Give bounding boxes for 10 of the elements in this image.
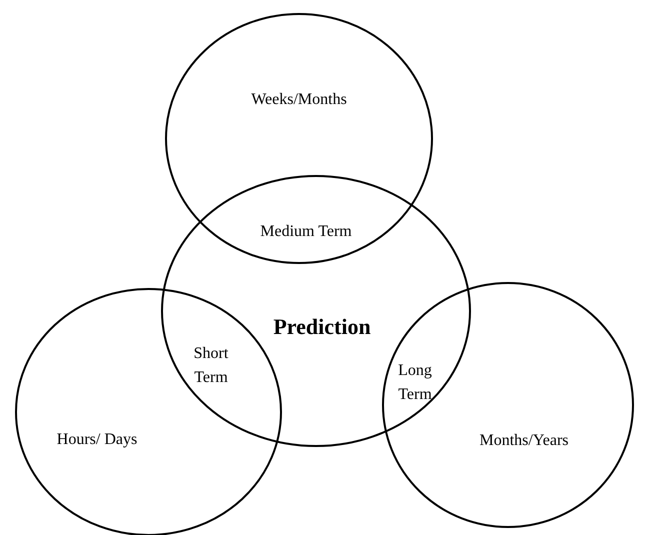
circle-label: Weeks/Months xyxy=(251,90,347,110)
overlap-label: Long Term xyxy=(397,361,433,405)
venn-circle xyxy=(161,175,471,447)
circle-label: Months/Years xyxy=(479,431,569,451)
overlap-label: Medium Term xyxy=(259,222,353,242)
center-title: Prediction xyxy=(273,317,371,337)
overlap-label: Short Term xyxy=(192,344,230,388)
venn-circle xyxy=(165,13,433,264)
venn-circle xyxy=(382,282,634,528)
circle-label: Hours/ Days xyxy=(56,430,138,450)
